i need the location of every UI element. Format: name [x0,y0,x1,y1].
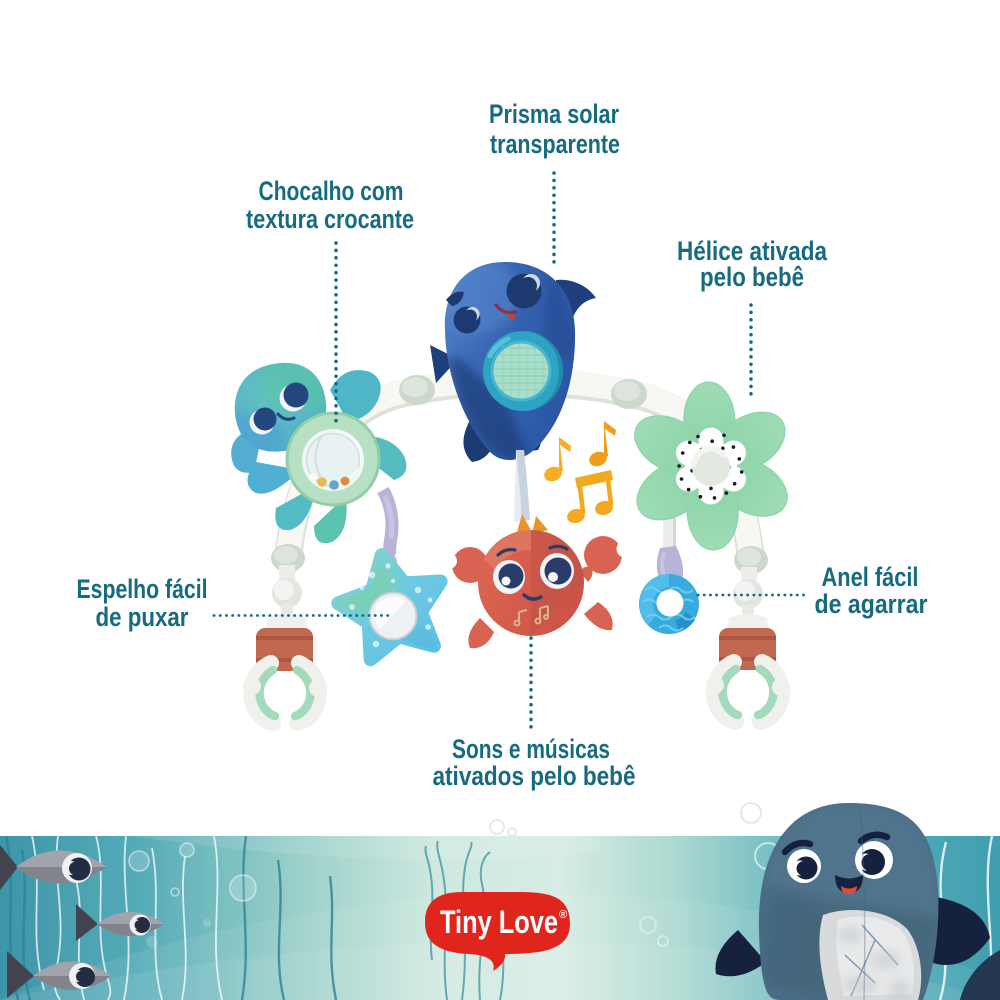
svg-text:Tiny Love: Tiny Love [440,904,558,940]
svg-text:pelo bebê: pelo bebê [700,262,804,292]
svg-text:ativados pelo bebê: ativados pelo bebê [433,761,636,791]
svg-text:Sons e músicas: Sons e músicas [452,734,610,764]
svg-text:de puxar: de puxar [96,602,189,632]
svg-text:transparente: transparente [490,129,620,159]
svg-text:®: ® [559,909,567,921]
svg-text:de agarrar: de agarrar [815,589,928,619]
svg-text:Chocalho com: Chocalho com [259,176,404,206]
svg-text:Prisma solar: Prisma solar [489,99,619,129]
svg-text:Hélice ativada: Hélice ativada [677,236,828,266]
svg-text:Espelho fácil: Espelho fácil [77,574,208,604]
svg-text:Anel fácil: Anel fácil [822,562,919,592]
svg-text:textura crocante: textura crocante [246,204,414,234]
